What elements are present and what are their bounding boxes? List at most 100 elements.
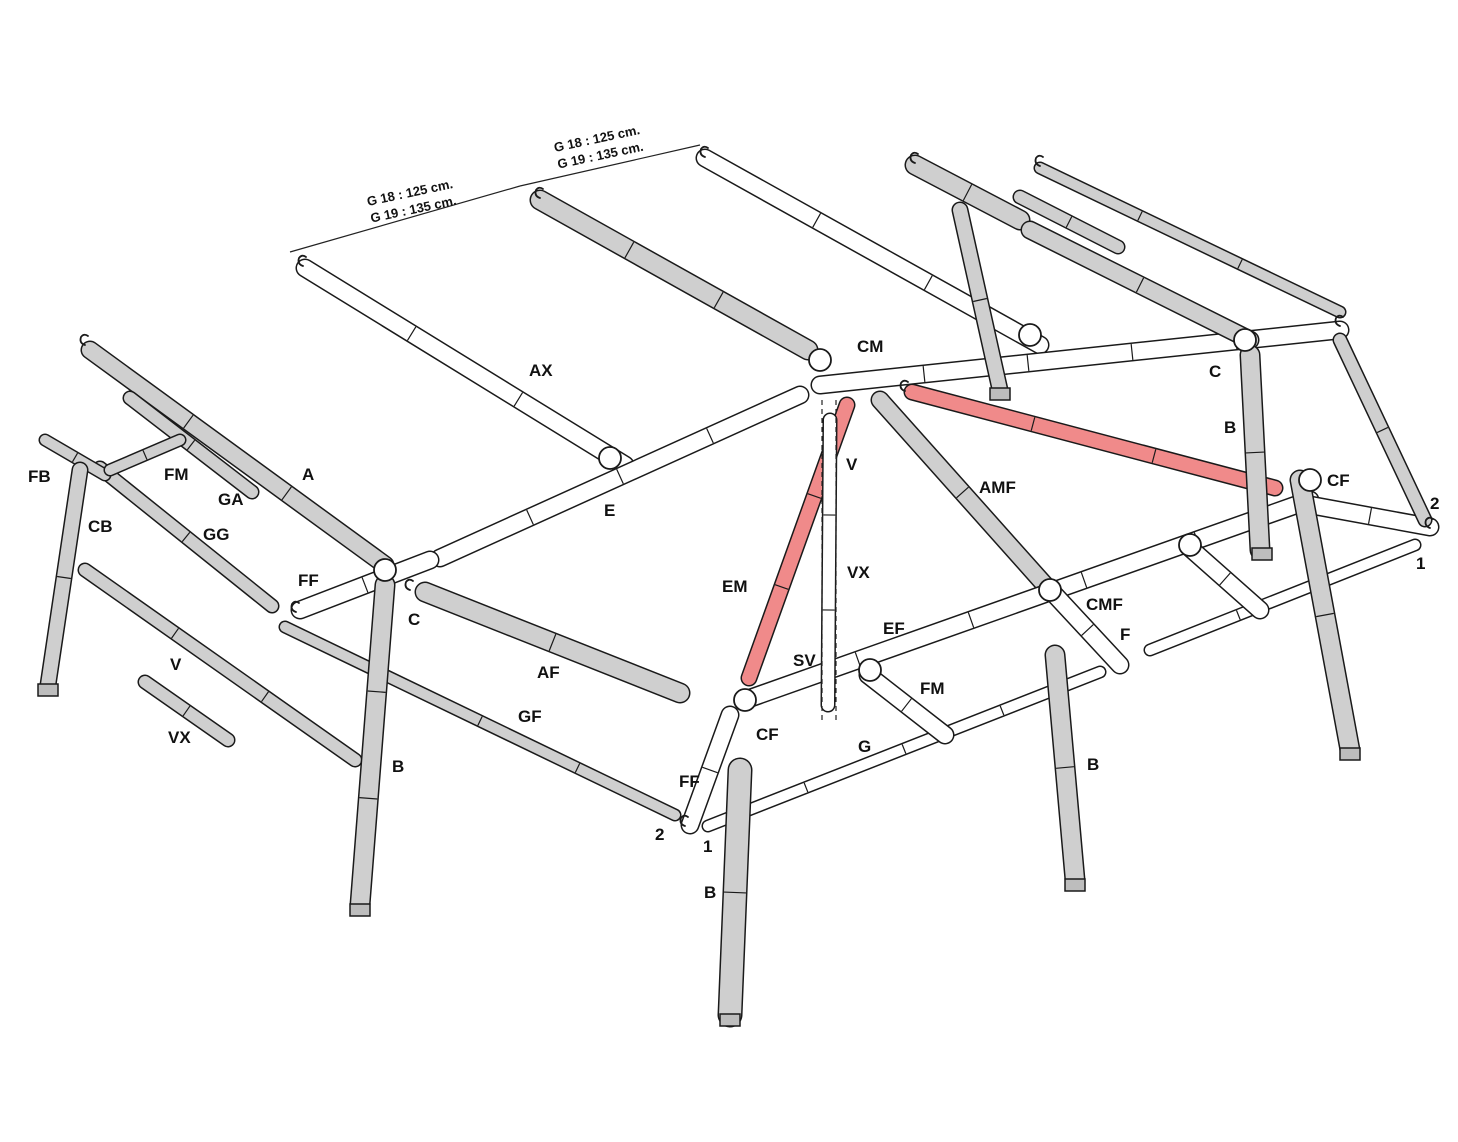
leg-right-front	[1044, 644, 1086, 891]
label-gg: GG	[203, 525, 229, 544]
pole-ax-2	[529, 189, 819, 361]
label-a: A	[302, 465, 314, 484]
label-vx-center: VX	[847, 563, 870, 582]
pole-fm-left	[103, 433, 187, 477]
label-cb: CB	[88, 517, 113, 536]
pole-ga	[122, 390, 260, 500]
pole-e	[430, 385, 810, 568]
leg-back	[1239, 344, 1271, 561]
label-b-front: B	[704, 883, 716, 902]
pole-cb	[38, 433, 112, 482]
label-b-back: B	[1224, 418, 1236, 437]
pole-hook-12	[899, 379, 909, 392]
label-v-left: V	[170, 655, 182, 674]
label-c-back: C	[1209, 362, 1221, 381]
pole-vx-left	[137, 674, 236, 748]
pole-right-1	[1143, 538, 1422, 657]
pole-hook-5	[1034, 154, 1044, 167]
pole-gg	[92, 460, 280, 614]
pole-g	[701, 665, 1107, 833]
label-cmf: CMF	[1086, 595, 1123, 614]
pole-v-left	[77, 562, 363, 768]
label-cf-front: CF	[756, 725, 779, 744]
pole-ax	[295, 258, 635, 475]
foot-plate-1	[37, 683, 59, 697]
pole-fm-right-2	[1180, 538, 1270, 620]
label-1-left: 1	[703, 837, 712, 856]
label-e: E	[604, 501, 615, 520]
pole-gf	[278, 620, 682, 822]
foot-plate-7	[989, 387, 1011, 401]
label-v-center: V	[846, 455, 858, 474]
label-b-right: B	[1087, 755, 1099, 774]
pole-hook-1	[297, 254, 307, 267]
label-fm-right: FM	[920, 679, 945, 698]
pole-connector-3	[1298, 468, 1322, 492]
pole-a	[80, 340, 395, 575]
label-gf: GF	[518, 707, 542, 726]
pole-back-2	[1020, 220, 1260, 350]
label-1-right: 1	[1416, 554, 1425, 573]
foot-plate-3	[719, 1013, 741, 1027]
pole-back-1	[904, 154, 1031, 231]
label-ef: EF	[883, 619, 905, 638]
pole-connector-2	[1233, 328, 1257, 352]
label-g: G	[858, 737, 871, 756]
label-2-right: 2	[1430, 494, 1439, 513]
pole-connector-6	[858, 658, 882, 682]
pole-hook-3	[699, 145, 709, 158]
pole-hook-7	[404, 578, 414, 591]
pole-hook-9	[1424, 516, 1434, 529]
leg-front	[717, 757, 753, 1028]
leg-back-left	[951, 201, 1009, 399]
pole-connector-10	[1178, 533, 1202, 557]
label-fb: FB	[28, 467, 51, 486]
pole-connector-4	[1038, 578, 1062, 602]
pole-hook-2	[534, 186, 544, 199]
dimension-lines	[289, 144, 701, 253]
pole-fm-right	[858, 665, 955, 745]
label-f: F	[1120, 625, 1130, 644]
pole-connector-9	[1018, 323, 1042, 347]
leg-left-2	[349, 574, 396, 916]
label-c-left: C	[408, 610, 420, 629]
label-vx-left: VX	[168, 728, 191, 747]
pole-connector-8	[598, 446, 622, 470]
leg-right	[1289, 469, 1361, 761]
pole-back-red	[903, 383, 1284, 497]
label-fm-left: FM	[164, 465, 189, 484]
pole-back-4	[1012, 189, 1126, 255]
label-amf: AMF	[979, 478, 1016, 497]
pole-hook-11	[79, 333, 89, 346]
pole-hook-4	[909, 151, 919, 164]
foot-plate-2	[349, 903, 371, 917]
pole-amf	[870, 390, 1055, 595]
part-labels: FB FM GA A CB GG FF C V VX B GF 2 1 AX E…	[28, 337, 1439, 902]
pole-hook-6	[290, 600, 300, 613]
foot-plate-5	[1339, 747, 1361, 761]
pole-right-2	[1332, 332, 1433, 528]
pole-back-3	[1033, 161, 1347, 319]
leg-left-1	[39, 461, 89, 694]
pole-cmf	[1045, 585, 1130, 675]
dimension-left: G 18 : 125 cm. G 19 : 135 cm.	[366, 176, 458, 225]
pole-left-ff	[290, 550, 440, 620]
pole-connector-7	[373, 558, 397, 582]
pole-hook-10	[1334, 314, 1344, 327]
dimension-right: G 18 : 125 cm. G 19 : 135 cm.	[553, 122, 645, 171]
label-2-left: 2	[655, 825, 664, 844]
pole-connector-1	[808, 348, 832, 372]
label-b-left: B	[392, 757, 404, 776]
pole-af	[414, 581, 691, 704]
foot-plate-6	[1251, 547, 1273, 561]
label-af: AF	[537, 663, 560, 682]
foot-plate-4	[1064, 878, 1086, 892]
label-sv: SV	[793, 651, 816, 670]
leg-center	[820, 412, 838, 713]
label-ff-left: FF	[298, 571, 319, 590]
label-cf-right: CF	[1327, 471, 1350, 490]
pole-cf-front-arm	[680, 705, 740, 835]
label-cm: CM	[857, 337, 883, 356]
pole-cm-right	[810, 320, 1350, 395]
